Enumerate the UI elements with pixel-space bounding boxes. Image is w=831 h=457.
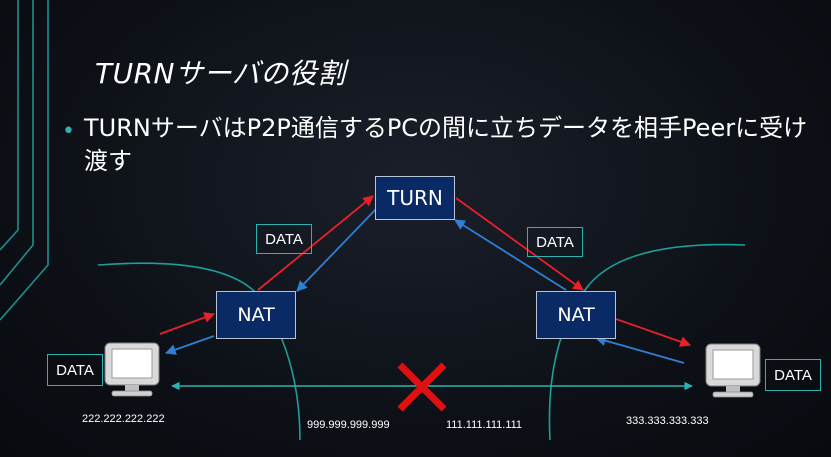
pc-right-icon — [705, 343, 761, 398]
nat-left-box: NAT — [216, 291, 296, 339]
arrow-blue-nat-left-to-pc — [164, 335, 215, 355]
ip-pc-left: 222.222.222.222 — [82, 413, 165, 425]
data-tag: DATA — [47, 354, 103, 386]
pc-left-icon — [104, 342, 160, 397]
arrow-blue-pc-to-nat-right — [594, 335, 685, 364]
bullet-dot-icon: • — [62, 119, 75, 144]
arrow-blue-turn-to-nat-left — [296, 206, 379, 292]
arrow-red-nat-right-to-pc — [615, 318, 692, 347]
decorative-edge-lines — [0, 0, 49, 321]
data-tag: DATA — [765, 359, 821, 391]
data-tag: DATA — [256, 224, 312, 254]
arrow-red-pc-to-nat-left — [159, 312, 216, 335]
ip-nat-left: 999.999.999.999 — [307, 419, 390, 431]
blocked-cross-icon — [397, 362, 447, 412]
ip-nat-right: 111.111.111.111 — [446, 419, 523, 431]
data-tag: DATA — [527, 227, 583, 257]
arrow-red-nat-left-to-turn — [257, 195, 374, 291]
bullet-text: TURNサーバはP2P通信するPCの間に立ちデータを相手Peerに受け渡す — [84, 114, 808, 175]
arrow-red-turn-to-nat-right — [455, 197, 584, 291]
nat-right-box: NAT — [536, 291, 616, 339]
ip-pc-right: 333.333.333.333 — [626, 415, 709, 427]
turn-server-box: TURN — [375, 176, 455, 220]
slide-title: TURNサーバの役割 — [95, 57, 346, 90]
arrow-blue-nat-right-to-turn — [454, 219, 567, 291]
